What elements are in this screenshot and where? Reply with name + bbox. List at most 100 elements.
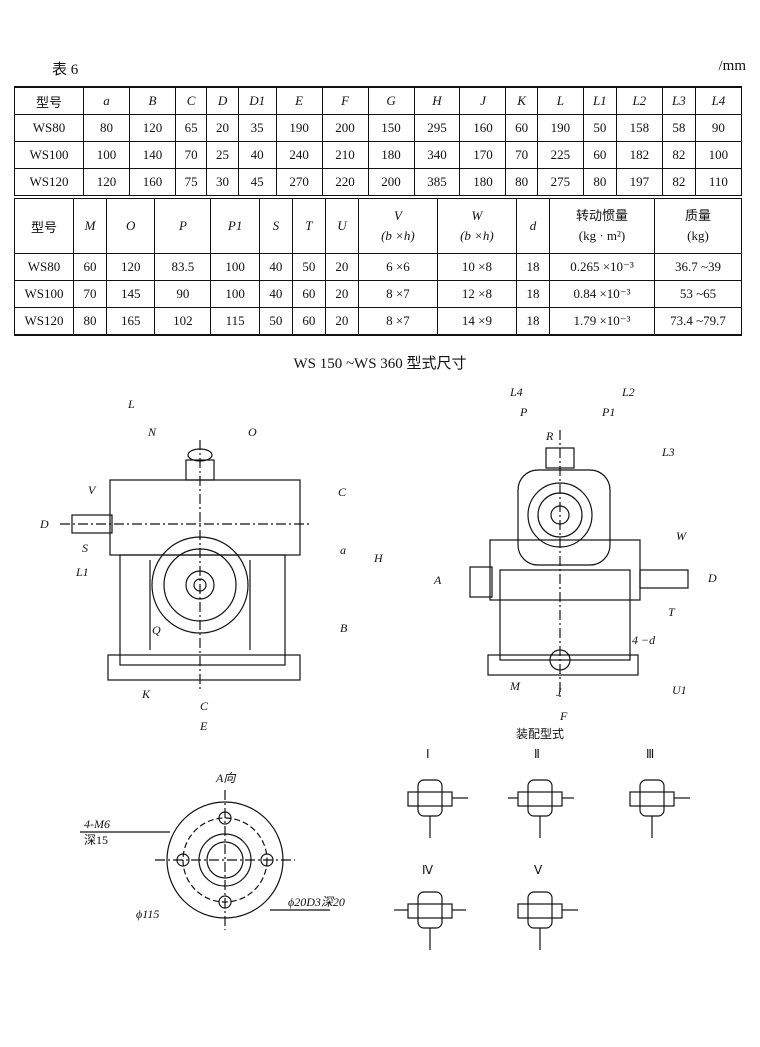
side-view [469, 430, 689, 700]
cell: 12 ×8 [436, 280, 517, 308]
cell: 270 [275, 168, 323, 196]
header-cell: L3 [661, 86, 696, 115]
dim-label: C [200, 699, 209, 713]
assembly-label: Ⅱ [534, 747, 540, 761]
dim-label: F [559, 709, 568, 723]
dim-label: H [373, 551, 384, 565]
header-cell: H [413, 86, 461, 115]
header-cell-v: V(b ×h) [357, 198, 438, 254]
dim-label: L2 [621, 385, 635, 399]
cell: 70 [174, 141, 208, 169]
dim-label: L1 [75, 565, 89, 579]
dim-label: D [707, 571, 717, 585]
cell: 14 ×9 [436, 307, 517, 336]
dim-label: U1 [672, 683, 687, 697]
cell: 8 ×7 [357, 307, 438, 336]
dim-label: S [82, 541, 88, 555]
dim-label: D [39, 517, 49, 531]
dim-label: R [545, 429, 554, 443]
cell: 240 [275, 141, 323, 169]
header-cell: U [324, 198, 359, 254]
header-cell: L1 [582, 86, 617, 115]
cell: 145 [106, 280, 156, 308]
cell: 165 [106, 307, 156, 336]
cell: 18 [515, 280, 551, 308]
assembly-title: 装配型式 [516, 727, 564, 741]
header-cell-inertia: 转动惯量(kg · m²) [549, 198, 655, 254]
cell: 18 [515, 253, 551, 281]
cell: 115 [210, 307, 260, 336]
flange-labels: A向 4-M6 深15 ϕ115 ϕ20D3深20 [84, 771, 345, 921]
unit-label: /mm [718, 58, 746, 74]
cell: 190 [275, 114, 323, 142]
cell: 200 [367, 168, 415, 196]
section-title: WS 150 ~WS 360 型式尺寸 [293, 356, 467, 372]
assembly-label: Ⅴ [534, 863, 543, 877]
cell: 80 [505, 168, 538, 196]
dim-label: A [433, 573, 442, 587]
header-cell: L2 [615, 86, 663, 115]
dimension-table-2: 型号 M O P P1 S T U V(b ×h) W(b ×h) d 转动惯量… [14, 198, 742, 336]
flange-dia: ϕ115 [136, 907, 159, 921]
header-cell: 型号 [14, 198, 74, 254]
cell: 90 [694, 114, 743, 142]
cell: 102 [154, 307, 212, 336]
dim-label: P1 [601, 405, 615, 419]
flange-note: 深15 [84, 833, 108, 847]
dim-label: V [88, 483, 97, 497]
cell: 60 [582, 141, 617, 169]
assembly-ii [508, 779, 574, 838]
cell: 20 [324, 280, 359, 308]
cell: 385 [413, 168, 461, 196]
dim-label: C [338, 485, 347, 499]
dim-label: E [199, 719, 208, 733]
cell: 220 [321, 168, 369, 196]
table-header-row: 型号 M O P P1 S T U V(b ×h) W(b ×h) d 转动惯量… [14, 198, 742, 254]
cell: 53 ~65 [654, 280, 742, 308]
table-row: WS120 80 165 102 115 50 60 20 8 ×7 14 ×9… [14, 307, 742, 336]
cell: 80 [582, 168, 617, 196]
cell: 20 [324, 307, 359, 336]
header-cell: d [515, 198, 551, 254]
cell: 110 [694, 168, 743, 196]
assembly-label: Ⅳ [422, 863, 433, 877]
cell: 60 [72, 253, 108, 281]
cell: 82 [661, 168, 696, 196]
cell: 120 [83, 168, 130, 196]
header-cell: C [174, 86, 208, 115]
dim-label: W [676, 529, 687, 543]
dim-label: P [519, 405, 528, 419]
table-row: WS80 80 120 65 20 35 190 200 150 295 160… [14, 114, 743, 142]
assembly-iv [394, 891, 466, 950]
dim-label: L [127, 397, 135, 411]
cell: 50 [258, 307, 293, 336]
cell: 120 [128, 114, 176, 142]
dim-label: T [668, 605, 676, 619]
header-cell: G [367, 86, 415, 115]
cell: 60 [505, 114, 538, 142]
cell: 82 [661, 141, 696, 169]
cell: 70 [72, 280, 108, 308]
cell: 120 [106, 253, 156, 281]
dim-label: K [141, 687, 151, 701]
flange-bore: ϕ20D3深20 [288, 895, 345, 909]
assembly-label: Ⅰ [426, 747, 430, 761]
cell: 58 [661, 114, 696, 142]
header-cell: V [393, 208, 402, 223]
header-sub: (kg · m²) [578, 228, 626, 243]
cell: 80 [72, 307, 108, 336]
cell: 100 [210, 280, 260, 308]
table-header-row: 型号 a B C D D1 E F G H J K L L1 L2 L3 L4 [14, 86, 743, 115]
assembly-labels: 装配型式 Ⅰ Ⅱ Ⅲ Ⅳ Ⅴ [422, 727, 654, 877]
header-cell: F [321, 86, 369, 115]
header-cell: O [106, 198, 156, 254]
assembly-i [407, 779, 468, 838]
cell: 1.79 ×10⁻³ [549, 307, 655, 336]
cell: WS100 [14, 280, 74, 308]
dimension-table-1: 型号 a B C D D1 E F G H J K L L1 L2 L3 L4 … [14, 86, 743, 196]
header-cell: P [154, 198, 212, 254]
cell: 190 [536, 114, 584, 142]
cell: 90 [154, 280, 212, 308]
side-labels: L4 L2 P P1 R L3 W A D T 4 −d M J U1 F [433, 385, 717, 723]
table-caption: 表 6 [52, 62, 79, 78]
